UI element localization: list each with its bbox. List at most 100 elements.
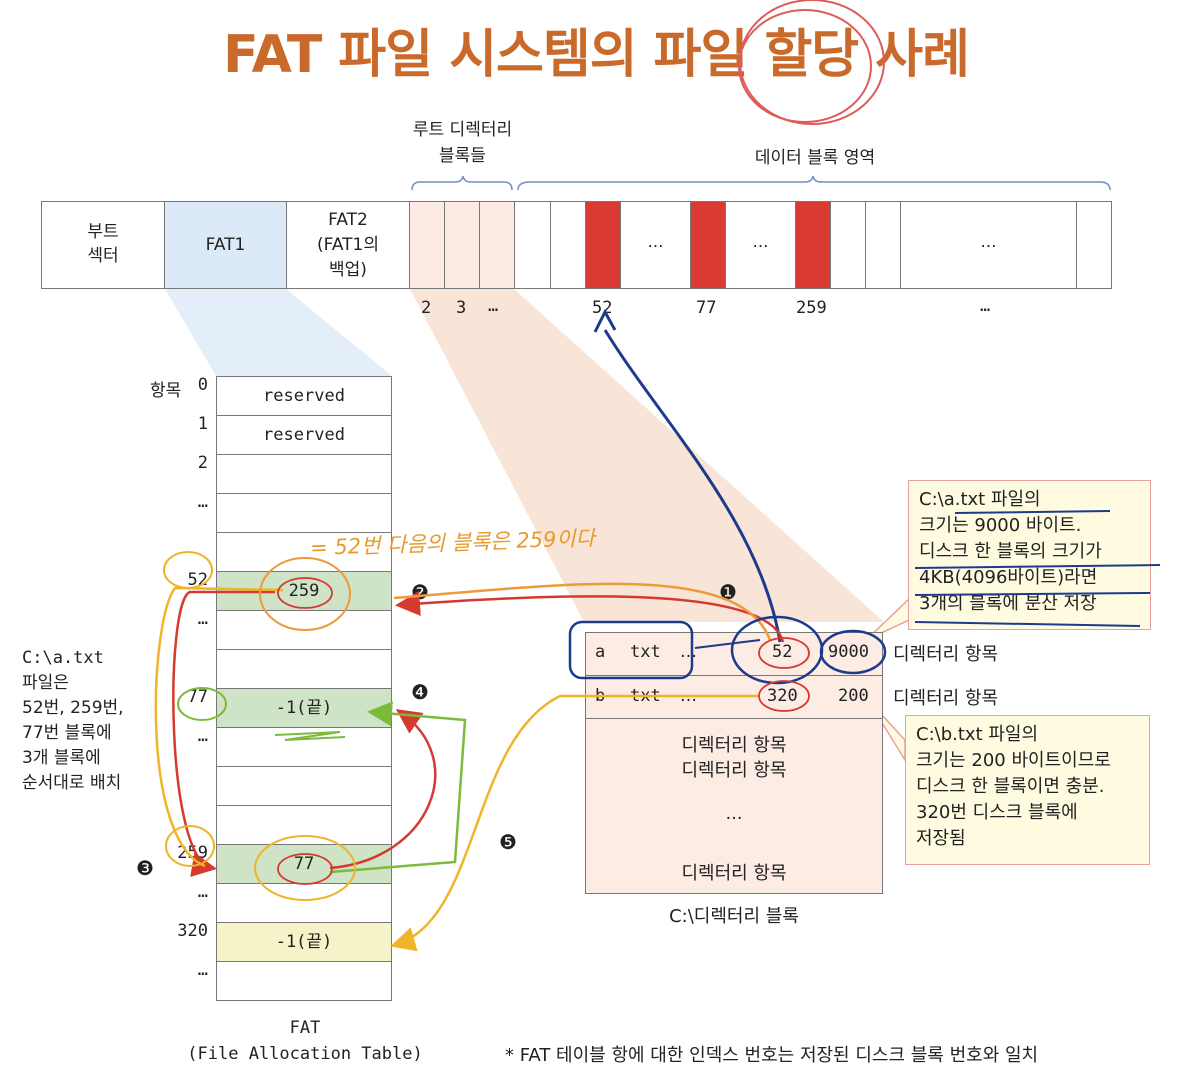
root-dir-label-line: 루트 디렉터리	[412, 120, 513, 140]
step-4-marker: ❹	[411, 680, 429, 704]
note-a: C:\a.txt 파일의 크기는 9000 바이트. 디스크 한 블록의 크기가…	[908, 480, 1151, 630]
root-dir-label: 루트 디렉터리 블록들	[380, 117, 545, 169]
fat-row-value: 259	[288, 581, 320, 601]
note-a-line: 4KB(4096바이트)라면	[919, 567, 1098, 588]
fat-row-index: …	[197, 609, 208, 629]
boot-sector-cell: 부트 섹터	[41, 201, 165, 289]
fat1-cell: FAT1	[164, 201, 287, 289]
fat-row	[216, 650, 392, 689]
step-2-marker: ❷	[411, 580, 429, 604]
block-number-52: 52	[592, 298, 613, 318]
note-b-line: 320번 디스크 블록에	[916, 802, 1078, 823]
left-note-line: 77번 블록에	[22, 723, 112, 743]
ellipsis: …	[980, 232, 997, 251]
fat-row-index: …	[197, 492, 208, 512]
fat1-label: FAT1	[205, 235, 246, 255]
fat-caption: FAT (File Allocation Table)	[160, 1015, 450, 1067]
note-a-line: 디스크 한 블록의 크기가	[919, 541, 1102, 562]
left-note-line: 3개 블록에	[22, 748, 101, 768]
data-block	[830, 201, 866, 289]
fat-row-index: 52	[187, 570, 208, 590]
disk-braces	[411, 175, 1111, 191]
fat-row-value: -1(끝)	[275, 932, 333, 952]
note-b: C:\b.txt 파일의 크기는 200 바이트이므로 디스크 한 블록이면 충…	[905, 715, 1150, 865]
dir-a-start: 52	[772, 642, 793, 662]
dir-a-name: a	[595, 642, 606, 662]
left-note-line: C:\a.txt	[22, 648, 104, 668]
block-number-ellipsis: …	[980, 296, 991, 316]
dir-b-size: 200	[838, 686, 869, 706]
fat-row	[216, 611, 392, 650]
fat-row: -1(끝)	[216, 689, 392, 728]
left-note-line: 파일은	[22, 673, 69, 693]
data-block-gap: …	[620, 201, 691, 289]
data-block-gap: …	[725, 201, 796, 289]
note-a-line: C:\a.txt 파일의	[919, 489, 1041, 510]
dir-b-start: 320	[767, 686, 798, 706]
fat-row-value: reserved	[263, 386, 345, 406]
data-block	[514, 201, 551, 289]
dir-b-dots: …	[680, 686, 697, 706]
dir-inner-item: 디렉터리 항목	[681, 760, 787, 781]
block-number-2: 2	[421, 298, 432, 318]
ellipsis: …	[752, 232, 769, 251]
fat-row	[216, 884, 392, 923]
fat-entry-label: 항목	[150, 381, 182, 401]
data-block-259	[795, 201, 831, 289]
fat2-cell: FAT2 (FAT1의 백업)	[286, 201, 410, 289]
fat-row	[216, 962, 392, 1001]
root-dir-label-line: 블록들	[439, 146, 486, 166]
data-area-label: 데이터 블록 영역	[754, 148, 876, 168]
fat-row-index: 2	[197, 453, 208, 473]
block-number-77: 77	[696, 298, 717, 318]
fat-row-index: …	[197, 960, 208, 980]
fat-row-index: 0	[197, 375, 208, 395]
left-note-line: 순서대로 배치	[22, 773, 122, 793]
fat-table	[216, 376, 392, 378]
data-block	[1076, 201, 1112, 289]
data-block	[550, 201, 586, 289]
fat-row-index: 77	[187, 687, 208, 707]
ellipsis: …	[647, 232, 664, 251]
fat-row-index: 1	[197, 414, 208, 434]
fat1-projection	[165, 289, 392, 376]
data-block-77	[690, 201, 726, 289]
data-area-brace	[517, 175, 1111, 191]
left-note-line: 52번, 259번,	[22, 698, 124, 718]
fat-row	[216, 455, 392, 494]
step-1-marker: ❶	[719, 580, 737, 604]
fat-row: -1(끝)	[216, 923, 392, 962]
fat-row-value: 77	[293, 854, 315, 874]
fat-caption-line: FAT	[289, 1018, 321, 1038]
data-block-gap: …	[900, 201, 1077, 289]
fat-row	[216, 728, 392, 767]
boot-sector-label: 부트	[87, 222, 119, 242]
fat-caption-line: (File Allocation Table)	[187, 1044, 423, 1064]
fat2-label: FAT2	[328, 210, 368, 230]
data-block-52	[585, 201, 621, 289]
dir-inner-item: 디렉터리 항목	[681, 735, 787, 756]
dir-a-size: 9000	[828, 642, 869, 662]
dir-b-label: 디렉터리 항목	[893, 688, 999, 709]
note-b-line: C:\b.txt 파일의	[916, 724, 1039, 745]
note-b-line: 디스크 한 블록이면 충분.	[916, 776, 1105, 797]
block-number-ellipsis: …	[488, 296, 499, 316]
footnote: * FAT 테이블 항에 대한 인덱스 번호는 저장된 디스크 블록 번호와 일…	[505, 1045, 1039, 1066]
fat-row-value: -1(끝)	[275, 698, 333, 718]
block-number-3: 3	[456, 298, 467, 318]
fat-row-index: 259	[177, 843, 208, 863]
block-number-259: 259	[796, 298, 827, 318]
root-dir-block	[479, 201, 515, 289]
note-a-line: 3개의 블록에 분산 저장	[919, 593, 1097, 614]
fat-row: reserved	[216, 416, 392, 455]
fat-row	[216, 494, 392, 533]
fat-row-value: reserved	[263, 425, 345, 445]
note-b-line: 크기는 200 바이트이므로	[916, 750, 1111, 771]
fat-row-index: …	[197, 882, 208, 902]
fat-row-index: 320	[177, 921, 208, 941]
dir-inner-item: 디렉터리 항목	[681, 863, 787, 884]
root-dir-block	[409, 201, 445, 289]
root-dir-projection	[410, 289, 884, 622]
dir-a-dots: …	[680, 642, 697, 662]
data-block	[865, 201, 901, 289]
